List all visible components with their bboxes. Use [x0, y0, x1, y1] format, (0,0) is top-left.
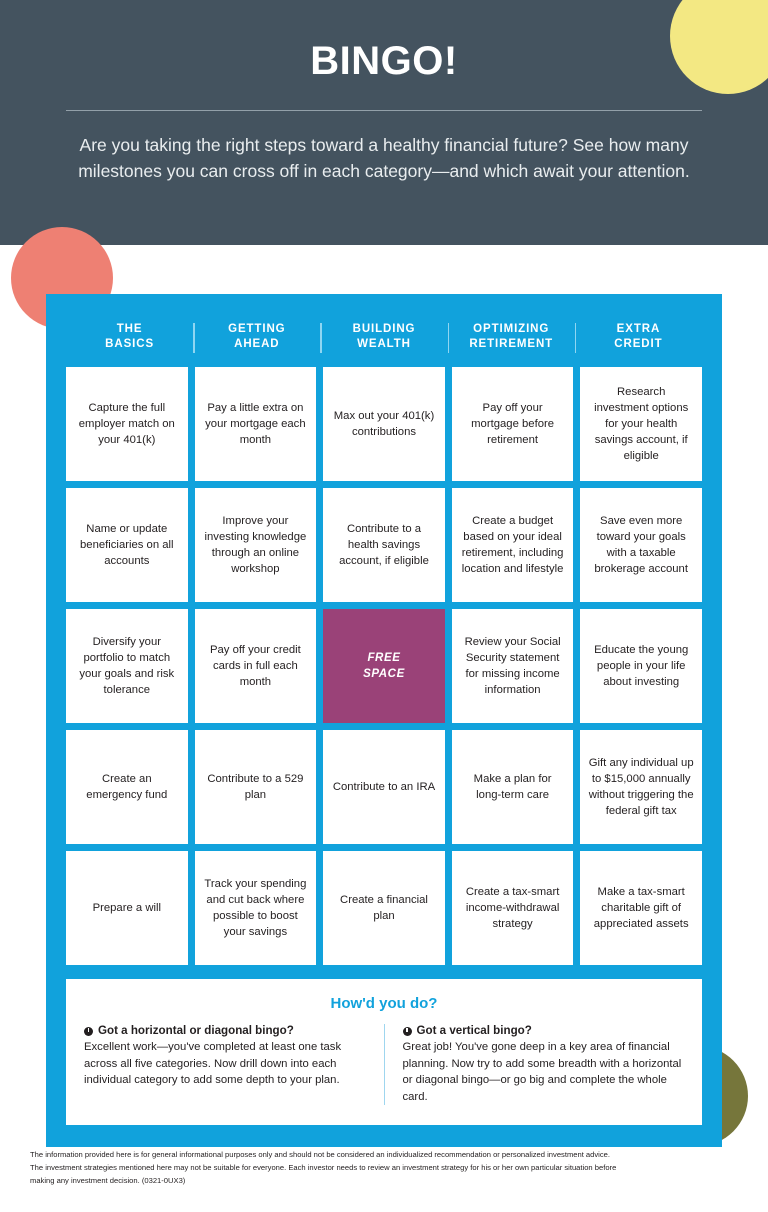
- column-header-line1: THE: [116, 323, 143, 335]
- header-divider: [66, 110, 702, 111]
- bingo-cell-label: Contribute to a health savings account, …: [339, 523, 429, 568]
- free-space-label: SPACE: [363, 668, 405, 681]
- bingo-cell-label: Create an emergency fund: [86, 773, 168, 802]
- bingo-cell-label: Create a budget based on your ideal reti…: [461, 515, 564, 576]
- howd-column-vertical: Got a vertical bingo? Great job! You've …: [383, 1024, 685, 1105]
- bingo-cell[interactable]: Track your spending and cut back where p…: [194, 851, 317, 966]
- bingo-cell[interactable]: Save even more toward your goals with a …: [580, 488, 702, 603]
- column-header-line2: WEALTH: [357, 337, 411, 350]
- bingo-card: THE BASICS GETTING AHEAD BUILDING WEALTH OPTIM…: [46, 294, 722, 1147]
- bingo-cell[interactable]: Contribute to an IRA: [323, 730, 445, 845]
- bingo-cell-label: Create a financial plan: [340, 894, 428, 923]
- bingo-cell-label: Contribute to an IRA: [332, 781, 436, 794]
- target-bullet-icon: [84, 1027, 93, 1037]
- howd-you-do-panel: How'd you do? Got a horizontal or diagon…: [66, 979, 702, 1125]
- bingo-cell[interactable]: Pay off your credit cards in full each m…: [194, 609, 317, 724]
- column-header-line2: AHEAD: [234, 337, 280, 350]
- bingo-cell-label: Diversify your portfolio to match your g…: [79, 636, 175, 697]
- bingo-cell-label: Save even more toward your goals with a …: [594, 515, 688, 576]
- bingo-grid: Capture the full employer match on your …: [66, 367, 702, 966]
- bingo-cell[interactable]: Improve your investing knowledge through…: [194, 488, 317, 603]
- bingo-cell[interactable]: Name or update beneficiaries on all acco…: [66, 488, 188, 603]
- bingo-cell[interactable]: Research investment options for your hea…: [580, 367, 702, 482]
- bingo-cell-label: Pay off your mortgage before retirement: [471, 402, 555, 447]
- howd-body-horizontal: Excellent work—you've completed at least…: [84, 1041, 342, 1087]
- column-header-line2: BASICS: [105, 337, 155, 350]
- howd-heading-vertical-label: Got a vertical bingo?: [416, 1024, 532, 1038]
- bingo-cell-label: Name or update beneficiaries on all acco…: [80, 523, 174, 568]
- bingo-cell[interactable]: Capture the full employer match on your …: [66, 367, 188, 482]
- bingo-cell[interactable]: Create an emergency fund: [66, 730, 188, 845]
- howd-you-do-columns: Got a horizontal or diagonal bingo? Exce…: [84, 1024, 684, 1105]
- bingo-cell[interactable]: Create a budget based on your ideal reti…: [451, 488, 574, 603]
- bingo-cell-label: Pay a little extra on your mortgage each…: [205, 402, 306, 447]
- bingo-cell[interactable]: Gift any individual up to $15,000 annual…: [580, 730, 702, 845]
- howd-heading-horizontal: Got a horizontal or diagonal bingo?: [84, 1024, 366, 1037]
- howd-heading-vertical: Got a vertical bingo?: [402, 1024, 685, 1038]
- bingo-cell-label: Create a tax-smart income-withdrawal str…: [465, 886, 560, 931]
- column-header-line1: OPTIMIZING: [473, 323, 550, 335]
- bingo-cell-label: Capture the full employer match on your …: [78, 402, 175, 447]
- bingo-cell-free-space[interactable]: FREE SPACE: [323, 609, 445, 724]
- bingo-cell[interactable]: Contribute to a health savings account, …: [323, 488, 445, 603]
- column-header-line2: RETIREMENT: [469, 337, 554, 350]
- bingo-cell-label: Max out your 401(k) contributions: [333, 410, 435, 439]
- target-bullet-icon: [402, 1027, 412, 1037]
- bingo-cell[interactable]: Diversify your portfolio to match your g…: [66, 609, 188, 724]
- column-header-line1: GETTING: [228, 323, 286, 335]
- howd-you-do-title: How'd you do?: [330, 995, 438, 1013]
- page-title: BINGO!: [310, 39, 458, 83]
- bingo-cell-label: Prepare a will: [92, 902, 162, 915]
- bingo-cell[interactable]: Pay a little extra on your mortgage each…: [194, 367, 317, 482]
- free-space-label: FREE: [367, 652, 401, 665]
- column-header-3: BUILDING WEALTH: [320, 322, 447, 354]
- disclaimer-text: The information provided here is for gen…: [30, 1150, 617, 1186]
- bingo-cell-label: Pay off your credit cards in full each m…: [209, 644, 301, 689]
- bingo-cell-label: Make a tax-smart charitable gift of appr…: [593, 886, 689, 931]
- howd-body-vertical: Great job! You've gone deep in a key are…: [402, 1041, 682, 1103]
- bingo-cell[interactable]: Make a tax-smart charitable gift of appr…: [580, 851, 702, 966]
- bingo-cell[interactable]: Pay off your mortgage before retirement: [451, 367, 574, 482]
- bingo-cell-label: Gift any individual up to $15,000 annual…: [588, 757, 694, 818]
- column-header-line1: EXTRA: [616, 323, 661, 335]
- column-header-1: THE BASICS: [66, 322, 193, 351]
- column-header-line1: BUILDING: [352, 323, 416, 335]
- bingo-cell-label: Research investment options for your hea…: [594, 386, 689, 463]
- column-header-5: EXTRA CREDIT: [574, 322, 702, 354]
- bingo-cell-label: Improve your investing knowledge through…: [204, 515, 307, 576]
- free-space-text: FREE SPACE: [363, 650, 405, 683]
- howd-heading-horizontal-label: Got a horizontal or diagonal bingo?: [98, 1024, 294, 1038]
- bingo-cell[interactable]: Make a plan for long-term care: [451, 730, 574, 845]
- bingo-cell-label: Review your Social Security statement fo…: [464, 636, 561, 697]
- bingo-cell-label: Educate the young people in your life ab…: [594, 644, 689, 689]
- column-header-row: THE BASICS GETTING AHEAD BUILDING WEALTH OPTIM…: [66, 322, 702, 354]
- bingo-cell[interactable]: Create a tax-smart income-withdrawal str…: [451, 851, 574, 966]
- bingo-cell[interactable]: Contribute to a 529 plan: [194, 730, 317, 845]
- howd-column-horizontal: Got a horizontal or diagonal bingo? Exce…: [84, 1024, 384, 1105]
- column-header-4: OPTIMIZING RETIREMENT: [447, 322, 575, 354]
- bingo-cell[interactable]: Prepare a will: [66, 851, 188, 966]
- bingo-cell[interactable]: Max out your 401(k) contributions: [323, 367, 445, 482]
- column-header-2: GETTING AHEAD: [193, 322, 320, 354]
- header-subtitle: Are you taking the right steps toward a …: [78, 135, 690, 181]
- bingo-cell[interactable]: Create a financial plan: [323, 851, 445, 966]
- bingo-cell-label: Contribute to a 529 plan: [207, 773, 304, 802]
- bingo-cell[interactable]: Educate the young people in your life ab…: [580, 609, 702, 724]
- column-header-line2: CREDIT: [614, 337, 663, 350]
- bingo-cell-label: Make a plan for long-term care: [473, 773, 552, 802]
- bingo-cell-label: Track your spending and cut back where p…: [204, 878, 307, 939]
- bingo-cell[interactable]: Review your Social Security statement fo…: [451, 609, 574, 724]
- header-band: BINGO! Are you taking the right steps to…: [0, 0, 768, 245]
